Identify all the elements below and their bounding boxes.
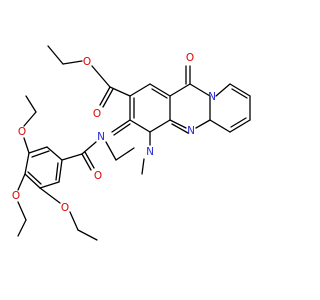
atom-o-ethoxy-top: O: [18, 126, 26, 138]
molecule-structure: O O O N N N N O O O O: [12, 45, 251, 241]
ethyl-ester-group: [47, 45, 131, 108]
pyrimidinone-ring: [169, 65, 211, 134]
atom-n-methyl: N: [146, 146, 154, 158]
atom-o-ester-ether: O: [83, 56, 91, 68]
atom-o-ethoxy-mid: O: [12, 190, 20, 202]
atom-o-ketone: O: [186, 52, 194, 64]
benzene-ring: [24, 146, 83, 189]
pyrido-ring: [209, 83, 251, 133]
atom-n-imine: N: [97, 131, 105, 143]
atom-n-pyrido: N: [208, 91, 216, 103]
imine-group: [81, 119, 151, 175]
structure-canvas: O O O N N N N O O O O: [11, 45, 251, 241]
atom-n-pyrimidine: N: [187, 125, 195, 137]
atom-o-ester-carbonyl: O: [93, 108, 101, 120]
atom-o-amide: O: [94, 170, 102, 182]
ethoxy-groups: [17, 95, 98, 241]
pyridine-ring: [129, 83, 171, 133]
atom-o-ethoxy-bot: O: [61, 202, 69, 214]
